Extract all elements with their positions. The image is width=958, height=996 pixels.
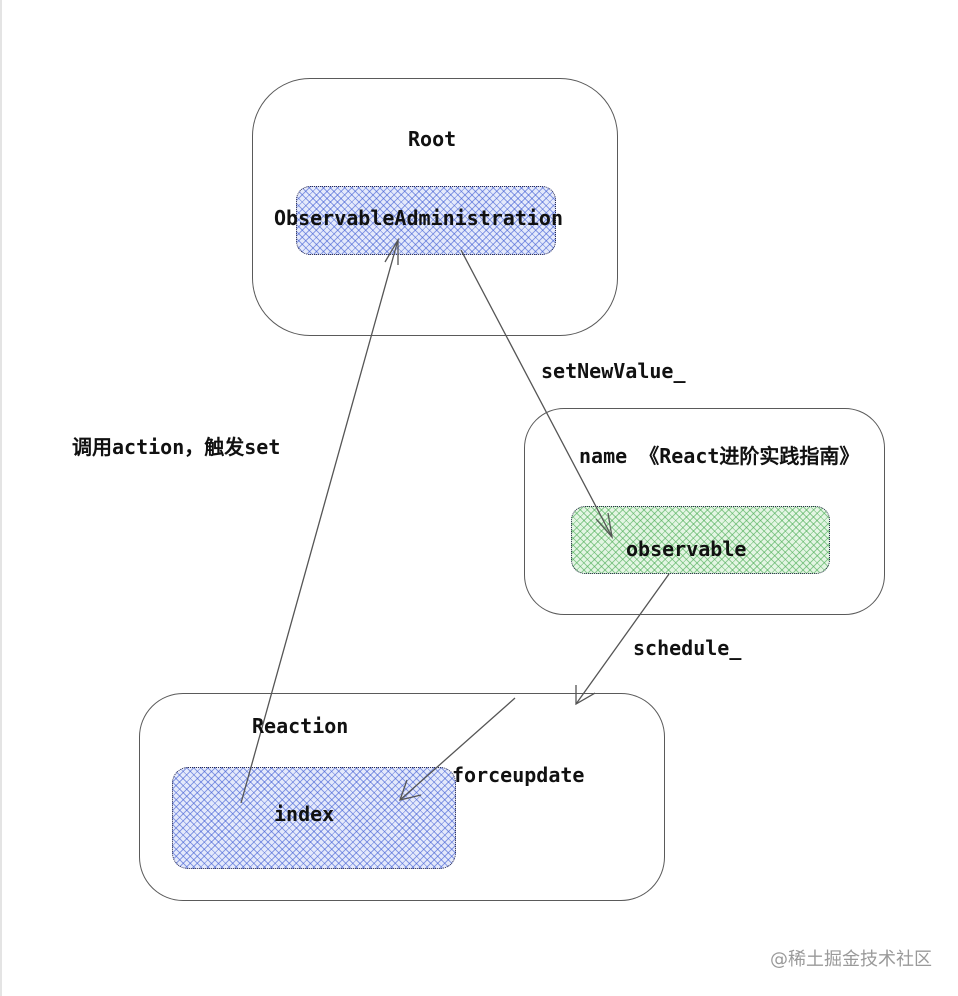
set-new-value-edge-label: setNewValue_ [541, 359, 686, 383]
observable-administration-label: ObservableAdministration [274, 206, 563, 230]
reaction-container [139, 693, 665, 901]
observable-label: observable [626, 537, 747, 561]
index-label: index [274, 802, 335, 826]
left-edge-divider [0, 0, 2, 996]
call-action-edge-label: 调用action，触发set [72, 435, 281, 459]
observable-node [571, 506, 830, 574]
watermark-text: @稀土掘金技术社区 [770, 949, 932, 970]
force-update-edge-label: forceupdate [452, 763, 585, 787]
name-label: name 《React进阶实践指南》 [579, 444, 860, 468]
schedule-edge-label: schedule_ [633, 636, 742, 660]
root-label: Root [408, 127, 457, 151]
observable-administration-node [296, 186, 556, 255]
root-container [252, 78, 618, 336]
reaction-label: Reaction [252, 714, 349, 738]
